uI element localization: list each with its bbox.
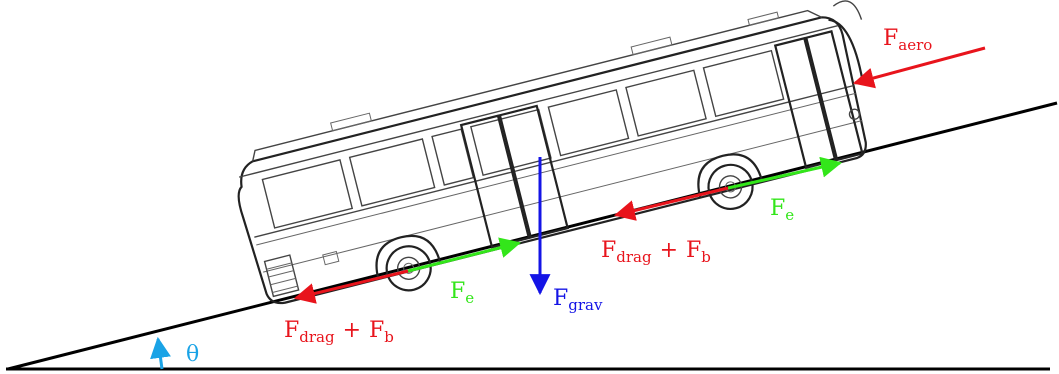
- label-f-e-upper: Fe: [770, 196, 794, 224]
- bus-illustration: [237, 0, 867, 305]
- engine-force-arrow-lower: [407, 237, 522, 273]
- drag-brake-force-arrow-lower: [293, 269, 409, 304]
- engine-force-arrow-upper: [727, 156, 843, 190]
- angle-arrow: [150, 336, 171, 370]
- label-f-grav: Fgrav: [553, 286, 603, 314]
- label-theta: θ: [186, 342, 199, 367]
- aero-force-arrow: [852, 46, 986, 89]
- label-f-drag-b-upper: Fdrag+Fb: [601, 238, 711, 266]
- label-f-e-lower: Fe: [450, 279, 474, 307]
- label-f-aero: Faero: [883, 26, 932, 54]
- drag-brake-force-arrow-upper: [613, 186, 729, 221]
- label-f-drag-b-lower: Fdrag+Fb: [284, 318, 394, 346]
